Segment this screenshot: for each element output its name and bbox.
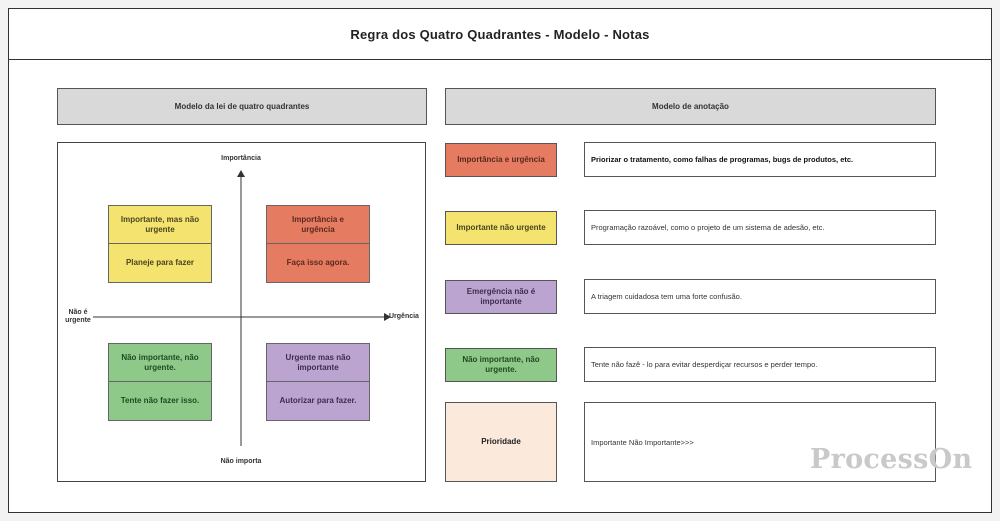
quadrant-action: Faça isso agora. <box>286 258 350 267</box>
axis-label-right: Urgência <box>389 313 419 320</box>
note-text-not-important-not-urgent: Tente não fazê - lo para evitar desperdi… <box>584 347 936 382</box>
quadrant-action: Tente não fazer isso. <box>120 396 200 405</box>
note-text-important-urgent: Priorizar o tratamento, como falhas de p… <box>584 142 936 177</box>
note-label-important-not-urgent: Importante não urgente <box>445 211 557 245</box>
quadrant-title: Importante, mas não urgente <box>109 206 211 244</box>
note-label-important-urgent: Importância e urgência <box>445 143 557 177</box>
page-title: Regra dos Quatro Quadrantes - Modelo - N… <box>9 9 991 60</box>
quadrant-action: Planeje para fazer <box>125 258 195 267</box>
note-text-priority: Importante Não Importante>>> <box>584 402 936 482</box>
axis-label-top: Importância <box>221 155 261 162</box>
quadrant-important-not-urgent: Importante, mas não urgente Planeje para… <box>108 205 212 283</box>
right-section-header: Modelo de anotação <box>445 88 936 125</box>
quadrant-important-urgent: Importância e urgência Faça isso agora. <box>266 205 370 283</box>
note-text-important-not-urgent: Programação razoável, como o projeto de … <box>584 210 936 245</box>
axis-label-bottom: Não importa <box>220 458 262 465</box>
axes-graphic <box>93 170 391 446</box>
quadrant-title: Urgente mas não importante <box>267 344 369 382</box>
quadrant-not-important-not-urgent: Não importante, não urgente. Tente não f… <box>108 343 212 421</box>
note-text-urgent-not-important: A triagem cuidadosa tem uma forte confus… <box>584 279 936 314</box>
quadrant-action: Autorizar para fazer. <box>279 396 357 405</box>
note-label-priority: Prioridade <box>445 402 557 482</box>
watermark-logo: ProcessOn <box>810 444 973 475</box>
axis-label-left: Não é urgente <box>65 309 91 324</box>
quadrant-diagram: Importância Não importa Não é urgente Ur… <box>57 142 426 482</box>
note-label-urgent-not-important: Emergência não é importante <box>445 280 557 314</box>
note-label-not-important-not-urgent: Não importante, não urgente. <box>445 348 557 382</box>
quadrant-urgent-not-important: Urgente mas não importante Autorizar par… <box>266 343 370 421</box>
left-section-header: Modelo da lei de quatro quadrantes <box>57 88 427 125</box>
quadrant-title: Importância e urgência <box>267 206 369 244</box>
quadrant-title: Não importante, não urgente. <box>109 344 211 382</box>
